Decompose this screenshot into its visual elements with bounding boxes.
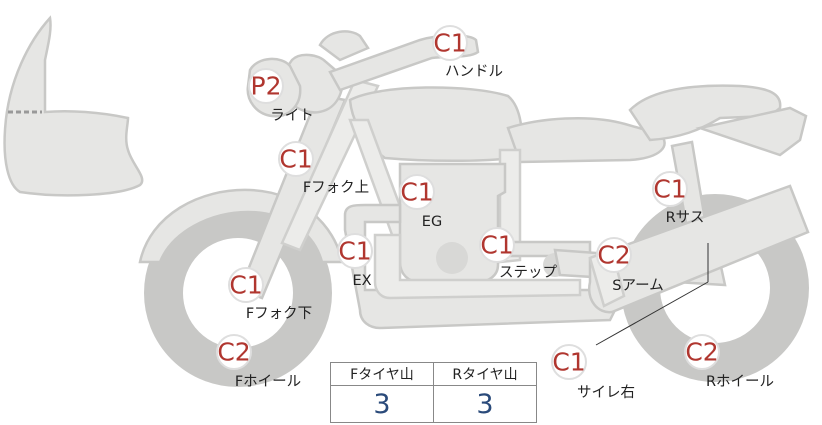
grade-swing-arm: C2 [597, 241, 630, 270]
badge-engine: C1 EG [399, 174, 442, 230]
grade-engine: C1 [400, 178, 433, 207]
label-front-wheel: Fホイール [235, 374, 301, 390]
rear-tread-value: 3 [433, 385, 537, 423]
grade-rear-wheel: C2 [685, 338, 718, 367]
label-exhaust: EX [352, 273, 371, 289]
exhaust-pipe-2 [373, 233, 582, 300]
label-light: ライト [270, 108, 314, 124]
label-step: ステップ [499, 264, 557, 281]
grade-exhaust: C1 [338, 237, 371, 266]
tire-tread-table: Fタイヤ山 Rタイヤ山 3 3 [330, 362, 537, 423]
front-tread-value: 3 [330, 385, 434, 423]
rear-tail [628, 84, 782, 142]
label-front-fork-lower: Fフォク下 [246, 305, 312, 322]
badge-light: P2 ライト [248, 68, 314, 124]
label-silencer-right: サイレ右 [577, 384, 635, 401]
label-engine: EG [422, 214, 442, 230]
rear-fender [695, 106, 808, 157]
label-handle: ハンドル [445, 64, 503, 80]
badge-front-fork-upper: C1 Fフォク上 [278, 141, 369, 196]
tread-header-row: Fタイヤ山 Rタイヤ山 [330, 362, 537, 386]
badge-rear-suspension: C1 Rサス [652, 171, 705, 226]
badge-swing-arm: C2 Sアーム [596, 237, 664, 294]
grade-light: P2 [251, 72, 282, 101]
grade-rear-suspension: C1 [653, 175, 686, 204]
grade-front-wheel: C2 [217, 338, 250, 367]
front-tread-header: Fタイヤ山 [330, 362, 434, 386]
label-front-fork-upper: Fフォク上 [303, 179, 369, 196]
tread-value-row: 3 3 [330, 385, 537, 423]
label-rear-suspension: Rサス [666, 210, 705, 226]
grade-front-fork-lower: C1 [229, 271, 262, 300]
top-bracket [318, 30, 370, 62]
grade-front-fork-upper: C1 [279, 145, 312, 174]
front-cowl [3, 15, 144, 197]
badge-front-wheel: C2 Fホイール [216, 334, 301, 390]
engine-cover [436, 242, 468, 274]
badge-step: C1 ステップ [479, 227, 557, 281]
badge-rear-wheel: C2 Rホイール [684, 334, 774, 390]
muffler [587, 184, 810, 314]
badge-front-fork-lower: C1 Fフォク下 [228, 267, 312, 322]
rear-tread-header: Rタイヤ山 [433, 362, 537, 386]
leader-silencer [595, 281, 709, 346]
grade-silencer-right: C1 [552, 348, 585, 377]
label-rear-wheel: Rホイール [706, 374, 774, 390]
grade-handle: C1 [433, 29, 466, 58]
badge-handle: C1 ハンドル [432, 25, 503, 80]
badge-silencer-right: C1 サイレ右 [551, 344, 635, 401]
badge-exhaust: C1 EX [337, 233, 373, 289]
grade-step: C1 [480, 231, 513, 260]
label-swing-arm: Sアーム [612, 278, 663, 294]
